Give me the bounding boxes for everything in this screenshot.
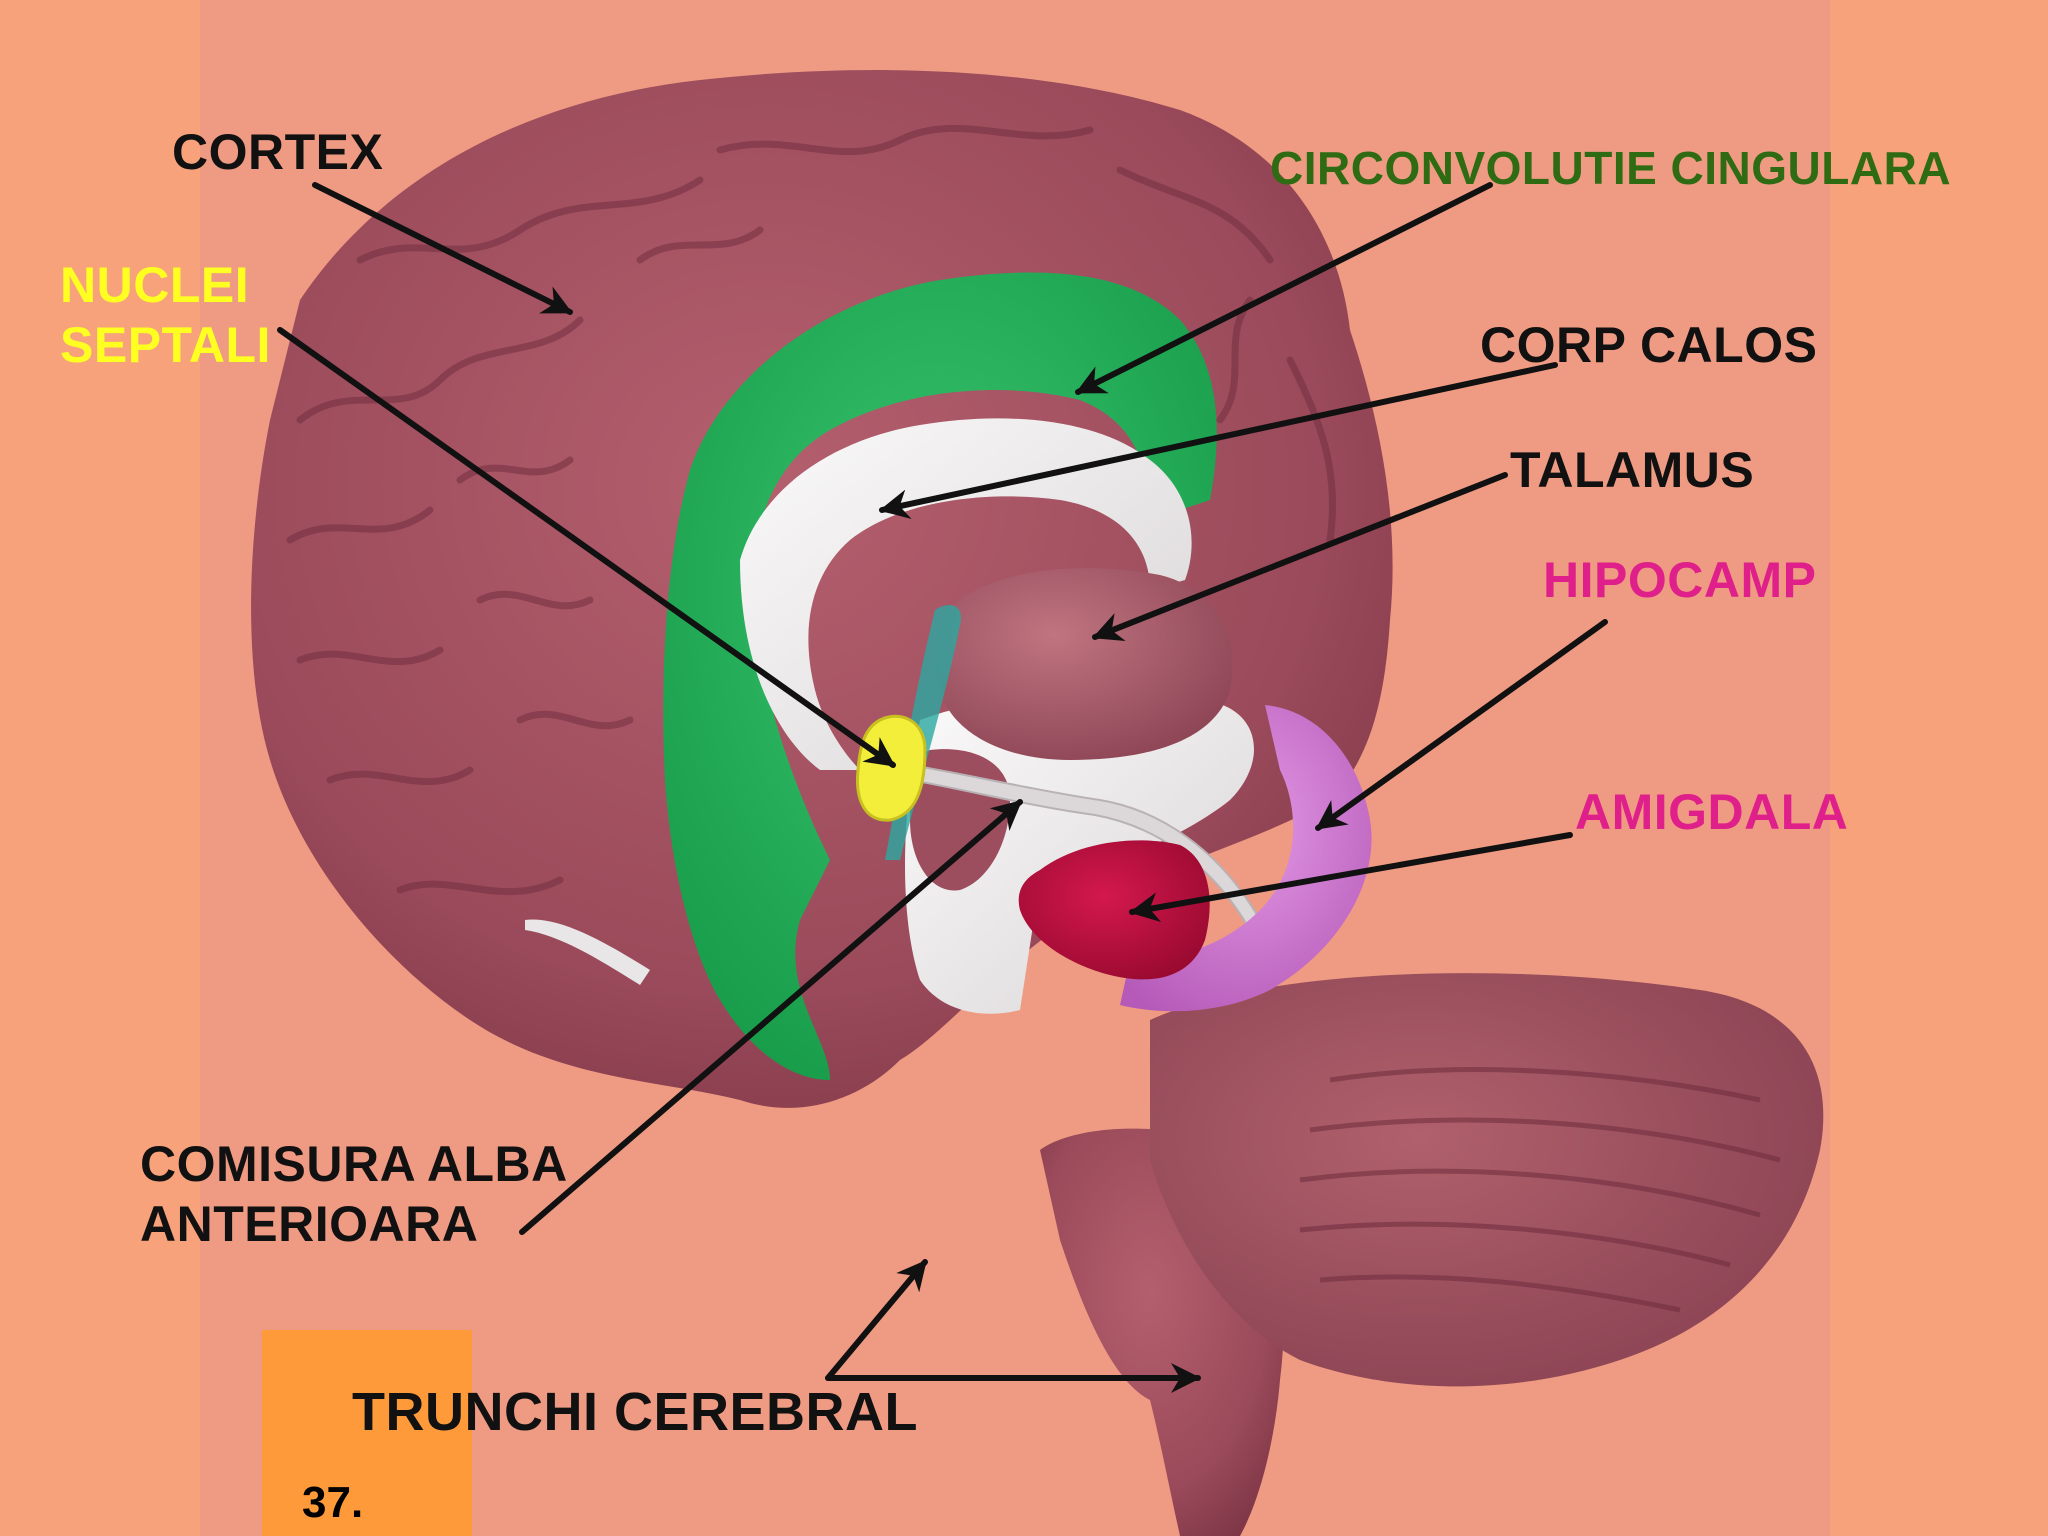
pointer-amygdala	[1129, 832, 1573, 923]
label-cortex: CORTEX	[172, 124, 384, 180]
pointer-brainstem-1	[825, 1259, 928, 1381]
cingulate-gyrus-shape	[663, 272, 1217, 1081]
label-septal-nuclei-line1: NUCLEI	[60, 257, 250, 313]
label-anterior-commissure: COMISURA ALBA ANTERIOARA	[140, 1134, 568, 1254]
label-hippocampus: HIPOCAMP	[1543, 552, 1817, 608]
label-anterior-commissure-line2: ANTERIOARA	[140, 1196, 479, 1252]
slide-corner-box	[262, 1330, 472, 1536]
pointer-anterior-commissure	[519, 799, 1023, 1235]
pointer-septal	[277, 327, 896, 768]
cerebellum-folia	[1299, 1067, 1781, 1313]
cerebellum-shape	[1150, 973, 1824, 1387]
pointer-hippocampus	[1315, 619, 1608, 831]
pointer-corpus-callosum	[879, 362, 1558, 519]
page-number: 37.	[302, 1478, 364, 1527]
pointer-cortex	[312, 182, 573, 315]
label-corpus-callosum: CORP CALOS	[1480, 317, 1818, 373]
corpus-callosum-shape	[740, 418, 1192, 770]
cortex-gyri	[286, 124, 1337, 896]
hippocampus-shape	[1120, 705, 1372, 1012]
label-brainstem: TRUNCHI CEREBRAL	[352, 1382, 918, 1442]
pointer-cingulate	[1075, 182, 1493, 395]
amygdala-shape	[1018, 840, 1210, 980]
label-septal-nuclei: NUCLEI SEPTALI	[60, 255, 271, 375]
label-amygdala: AMIGDALA	[1575, 784, 1849, 840]
label-anterior-commissure-line1: COMISURA ALBA	[140, 1136, 568, 1192]
pointer-thalamus	[1092, 472, 1508, 642]
fiber-sliver	[525, 919, 650, 985]
label-cingulate-gyrus: CIRCONVOLUTIE CINGULARA	[1270, 142, 1952, 194]
label-thalamus: TALAMUS	[1510, 442, 1755, 498]
label-septal-nuclei-line2: SEPTALI	[60, 317, 271, 373]
thalamus-shape	[935, 568, 1233, 760]
pointer-lines	[277, 182, 1608, 1393]
